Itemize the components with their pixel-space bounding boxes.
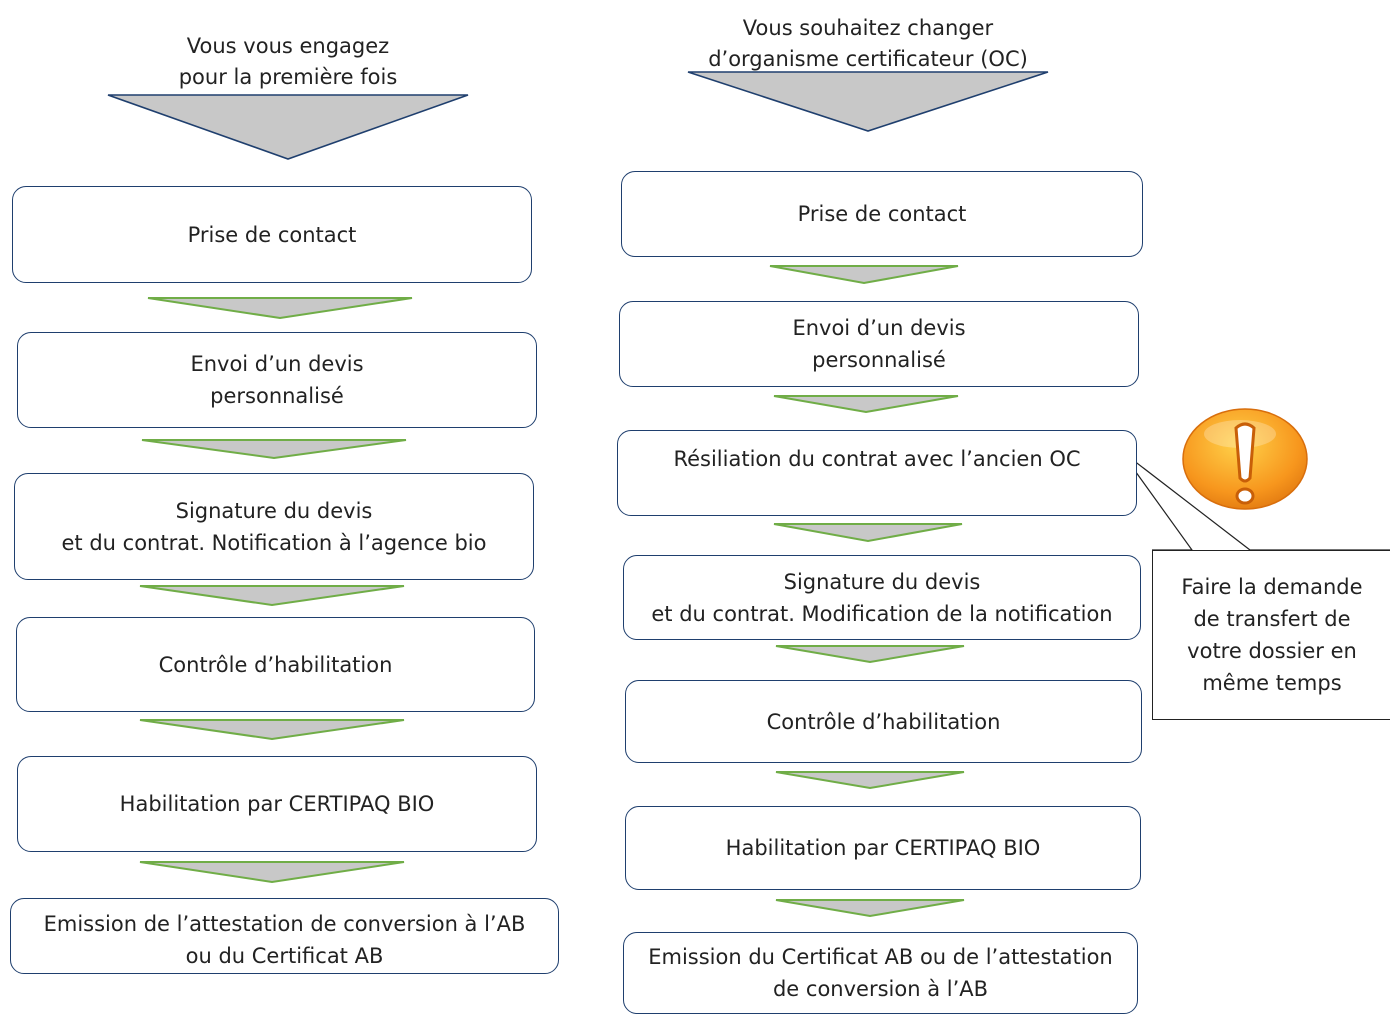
right-header-arrow	[687, 71, 1049, 132]
right-step-arrow	[775, 771, 965, 790]
left-step-habilitation: Habilitation par CERTIPAQ BIO	[17, 756, 537, 852]
right-step-signature: Signature du devis et du contrat. Modifi…	[623, 555, 1141, 640]
right-step-arrow	[773, 395, 959, 414]
left-step-arrow	[139, 585, 405, 607]
left-step-control: Contrôle d’habilitation	[16, 617, 535, 712]
right-step-control: Contrôle d’habilitation	[625, 680, 1142, 763]
right-step-termination: Résiliation du contrat avec l’ancien OC	[617, 430, 1137, 516]
exclamation-warning-icon	[1182, 408, 1308, 510]
left-step-arrow	[139, 719, 405, 741]
right-step-issuance: Emission du Certificat AB ou de l’attest…	[623, 932, 1138, 1014]
right-step-habilitation: Habilitation par CERTIPAQ BIO	[625, 806, 1141, 890]
left-step-quote: Envoi d’un devis personnalisé	[17, 332, 537, 428]
right-step-arrow	[775, 645, 965, 664]
right-step-quote: Envoi d’un devis personnalisé	[619, 301, 1139, 387]
left-step-arrow	[141, 439, 407, 460]
right-step-arrow	[773, 523, 963, 543]
left-step-arrow	[147, 297, 413, 320]
left-step-signature: Signature du devis et du contrat. Notifi…	[14, 473, 534, 580]
right-step-contact: Prise de contact	[621, 171, 1143, 257]
right-step-arrow	[769, 265, 959, 285]
left-column-heading: Vous vous engagez pour la première fois	[178, 34, 398, 89]
left-step-contact: Prise de contact	[12, 186, 532, 283]
left-step-arrow	[139, 861, 405, 884]
left-step-issuance: Emission de l’attestation de conversion …	[10, 898, 559, 974]
right-step-arrow	[775, 899, 965, 918]
left-header-arrow	[107, 94, 469, 160]
transfer-callout: Faire la demande de transfert de votre d…	[1152, 550, 1390, 720]
right-column-heading: Vous souhaitez changer d’organisme certi…	[708, 16, 1028, 71]
